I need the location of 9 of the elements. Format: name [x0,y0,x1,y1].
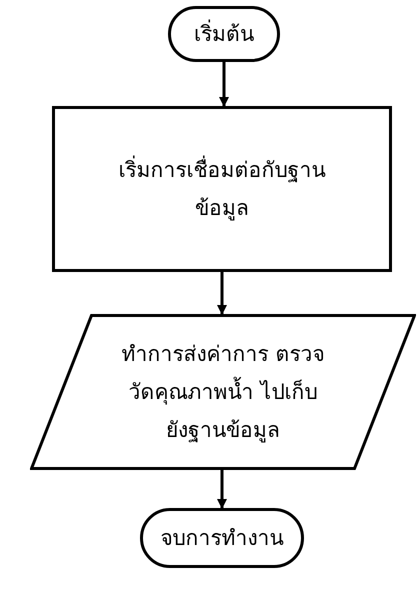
node-label: เริ่มการเชื่อมต่อกับฐานข้อมูล [107,151,337,227]
data-parallelogram [30,314,416,470]
arrow [217,470,227,509]
arrow [219,62,229,107]
node-label: เริ่มต้น [194,15,254,53]
node-label: จบการทำงาน [160,525,284,552]
node-label: ทำการส่งค่าการ ตรวจวัดคุณภาพน้ำ ไปเก็บยังฐานข้อมูล [120,341,326,444]
arrow [217,272,227,315]
process-box [52,106,392,272]
